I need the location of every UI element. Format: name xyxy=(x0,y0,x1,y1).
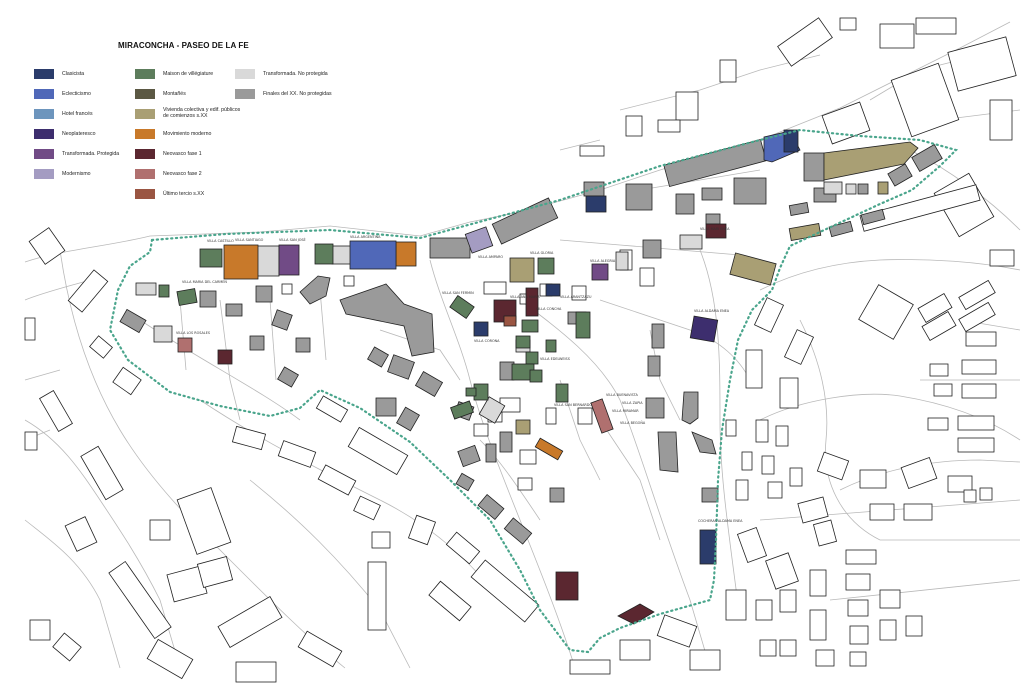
map-label: VILLA BEGOÑA xyxy=(620,420,646,425)
map-title: MIRACONCHA - PASEO DE LA FE xyxy=(118,41,249,50)
legend-swatch xyxy=(235,69,255,79)
map-label: VILLA MIRAMAR xyxy=(612,409,639,413)
legend-label: Montañés xyxy=(163,91,186,97)
buildings-vivienda-colectiva xyxy=(509,141,919,435)
legend-label: Clasicista xyxy=(62,71,85,77)
legend-item-movimiento-moderno: Movimiento moderno xyxy=(135,129,241,139)
legend-label: Neovasco fase 1 xyxy=(163,151,202,157)
legend-label: Finales del XX. No protegidas xyxy=(263,91,332,97)
legend-label: Modernismo xyxy=(62,171,91,177)
map-label: VILLA MARI ENEA xyxy=(700,227,730,231)
map-label: VILLA ALEGRIA xyxy=(590,259,616,263)
map-label: VILLA CORONA xyxy=(474,339,500,343)
legend-item-neovasco-fase-1: Neovasco fase 1 xyxy=(135,149,241,159)
legend-label: Vivienda colectiva y edif. públicos de c… xyxy=(163,107,241,119)
legend-item-finales-xx: Finales del XX. No protegidas xyxy=(235,89,341,99)
map-label: VILLA MARIA DEL CARMEN xyxy=(182,280,227,284)
legend-item-transformada-protegida: Transformada. Protegida xyxy=(34,149,140,159)
legend-swatch xyxy=(34,169,54,179)
legend-swatch xyxy=(34,89,54,99)
legend-swatch xyxy=(135,169,155,179)
legend-item-maison-villegiature: Maison de villégiature xyxy=(135,69,241,79)
legend-swatch xyxy=(135,89,155,99)
map-label: VILLA SAN JOSÉ xyxy=(279,237,306,242)
legend-label: Eclecticismo xyxy=(62,91,91,97)
legend-swatch xyxy=(135,69,155,79)
buildings-clasicista xyxy=(473,129,799,565)
legend-swatch xyxy=(135,129,155,139)
map-label: VILLA BUENAVISTA xyxy=(606,393,638,397)
legend-label: Movimiento moderno xyxy=(163,131,212,137)
map-label: VILLA ALDAMA ENEA xyxy=(694,309,730,313)
map-label: VILLA EDELWEISS xyxy=(540,357,570,361)
legend-swatch xyxy=(135,189,155,199)
buildings-finales-xx xyxy=(119,138,943,545)
legend-item-ultimo-tercio: Último tercio s.XX xyxy=(135,189,241,199)
map-label: VILLA ARANTZAZU xyxy=(560,295,592,299)
legend-label: Neoplateresco xyxy=(62,131,96,137)
legend-swatch xyxy=(34,69,54,79)
legend-swatch xyxy=(235,89,255,99)
legend-swatch xyxy=(34,149,54,159)
legend-item-hotel-frances: Hotel francés xyxy=(34,109,140,119)
map-label: VILLA CONCHA xyxy=(536,307,562,311)
map-label: VILLA SAN FERMIN xyxy=(442,291,474,295)
legend-label: Maison de villégiature xyxy=(163,71,214,77)
map-label: VILLA ZAPIA xyxy=(622,401,643,405)
buildings-neovasco-fase-1 xyxy=(217,223,727,625)
parcel-lines xyxy=(24,21,1021,669)
legend-item-vivienda-colectiva: Vivienda colectiva y edif. públicos de c… xyxy=(135,107,241,119)
buildings-neoplateresco xyxy=(689,315,719,343)
buildings-maison-villegiature xyxy=(158,243,591,420)
legend-swatch xyxy=(135,109,155,119)
buildings-eclecticismo xyxy=(349,130,801,270)
legend-swatch xyxy=(34,129,54,139)
legend-label: Neovasco fase 2 xyxy=(163,171,202,177)
map-label: VILLA ARGENTINA xyxy=(350,235,381,239)
study-area-boundary xyxy=(108,128,959,654)
buildings-transformada-protegida xyxy=(278,244,609,281)
legend-item-neoplateresco: Neoplateresco xyxy=(34,129,140,139)
legend-label: Hotel francés xyxy=(62,111,93,117)
map-labels: VILLA CASTILLO VILLA SANTIAGO VILLA SAN … xyxy=(176,227,743,523)
buildings-modernismo xyxy=(464,226,494,254)
legend-item-modernismo: Modernismo xyxy=(34,169,140,179)
buildings-neovasco-fase-2 xyxy=(177,337,614,434)
map-label: VILLA ANA MARIA xyxy=(510,295,540,299)
map-label: VILLA GLORIA xyxy=(530,251,554,255)
legend-item-clasicista: Clasicista xyxy=(34,69,140,79)
map-label: VILLA AMPARO xyxy=(478,255,503,259)
map-label: VILLA CASTILLO xyxy=(207,239,234,243)
buildings-transformada-no-protegida xyxy=(135,181,857,424)
unclassified-buildings xyxy=(24,17,1017,683)
legend-item-transformada-no-protegida: Transformada. No protegida xyxy=(235,69,341,79)
legend-label: Transformada. No protegida xyxy=(263,71,328,77)
legend-label: Último tercio s.XX xyxy=(163,191,205,197)
legend-swatch xyxy=(135,149,155,159)
buildings-movimiento-moderno xyxy=(223,241,564,461)
legend-item-neovasco-fase-2: Neovasco fase 2 xyxy=(135,169,241,179)
legend-label: Transformada. Protegida xyxy=(62,151,120,157)
map-label: COCHERAS ALDAMA ENEA xyxy=(698,519,743,523)
legend-item-eclecticismo: Eclecticismo xyxy=(34,89,140,99)
buildings-ultimo-tercio xyxy=(503,315,517,327)
map-label: VILLA LOS ROSALES xyxy=(176,331,210,335)
legend-item-montanes: Montañés xyxy=(135,89,241,99)
map-label: VILLA SANTIAGO xyxy=(235,238,264,242)
legend-swatch xyxy=(34,109,54,119)
map-label: VILLA SAN BERNARDO xyxy=(554,403,592,407)
